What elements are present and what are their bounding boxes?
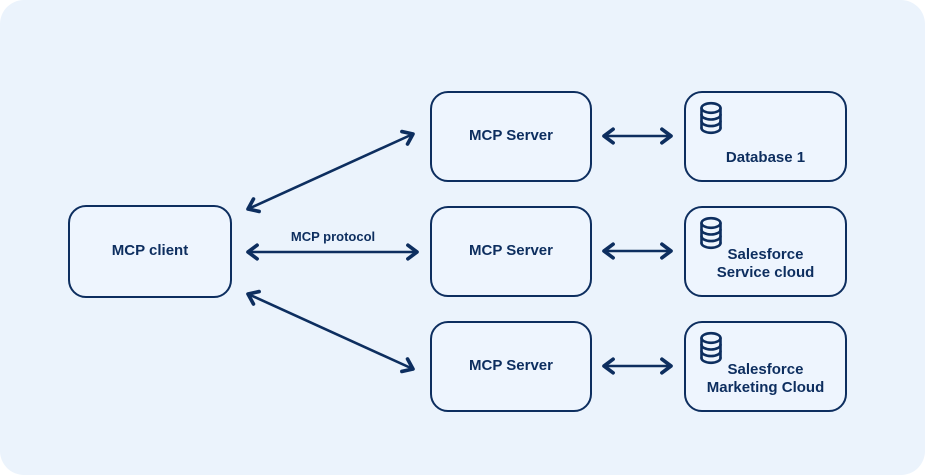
database-icon [700,101,722,135]
mcp-client-label: MCP client [111,242,189,260]
resource-label: Salesforce Service cloud [716,245,815,282]
database-icon [700,331,722,365]
resource-box-database-1: Database 1 [684,91,847,182]
mcp-server-label: MCP Server [469,127,553,145]
resource-box-salesforce-marketing-cloud: Salesforce Marketing Cloud [684,321,847,412]
mcp-server-label: MCP Server [469,242,553,260]
arrow-client-server-1 [246,129,415,214]
mcp-protocol-label: MCP protocol [290,229,376,244]
mcp-server-box-1: MCP Server [430,91,592,182]
resource-label: Database 1 [725,149,806,167]
mcp-server-box-3: MCP Server [430,321,592,412]
mcp-client-box: MCP client [68,205,232,298]
database-icon [700,216,722,250]
resource-box-salesforce-service-cloud: Salesforce Service cloud [684,206,847,297]
mcp-server-label: MCP Server [469,357,553,375]
arrow-client-server-3 [246,289,415,374]
mcp-server-box-2: MCP Server [430,206,592,297]
resource-label: Salesforce Marketing Cloud [706,360,825,397]
